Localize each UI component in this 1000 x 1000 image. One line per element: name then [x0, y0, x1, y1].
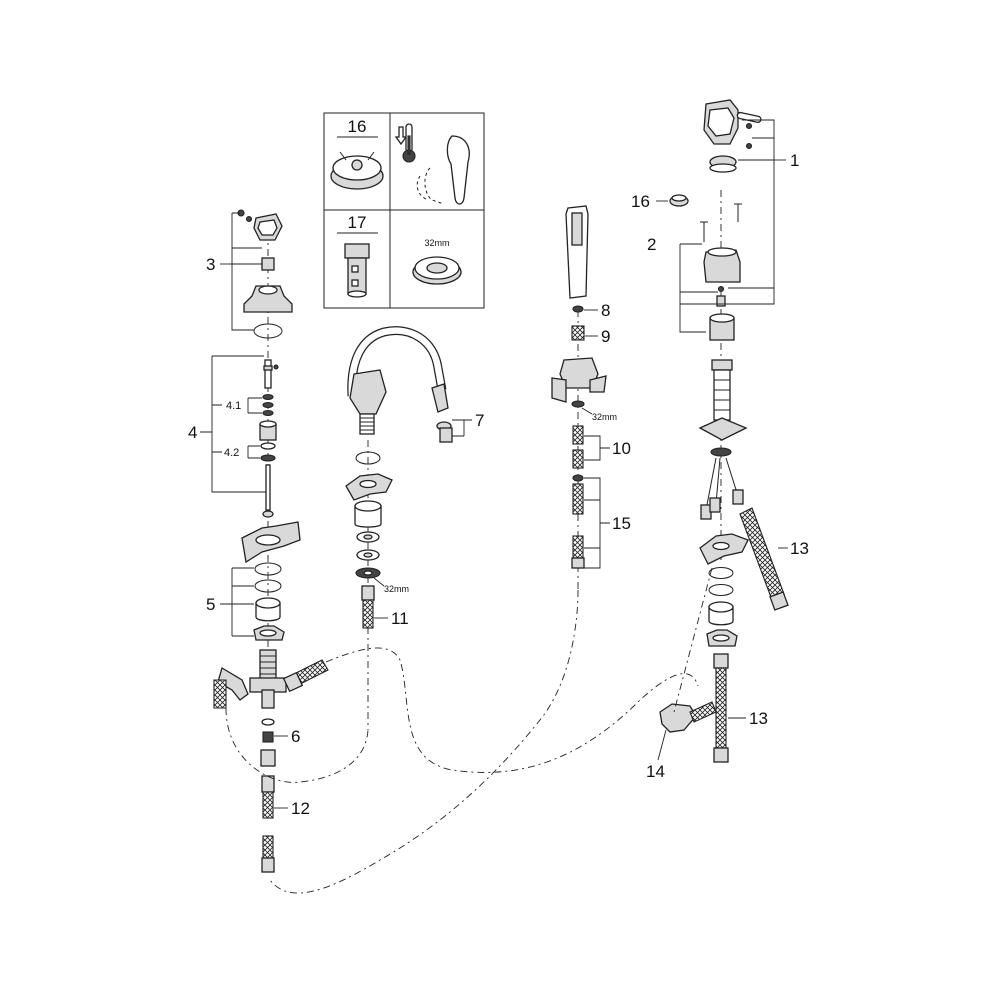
callout-11: 11: [391, 609, 409, 628]
mounting-nut-icon: [412, 256, 462, 285]
handshower-assembly: 32mm: [551, 205, 617, 590]
callout-3: 3: [206, 255, 215, 274]
spout-assembly: 32mm: [345, 326, 453, 730]
callout-12: 12: [291, 799, 310, 818]
right-valve-assembly: [659, 99, 789, 763]
lever-handle-icon: [416, 135, 470, 205]
callout-9: 9: [601, 327, 610, 346]
callout-14: 14: [646, 762, 665, 781]
callout-13-upper: 13: [790, 539, 809, 558]
callout-1: 1: [790, 151, 799, 170]
callout-2: 2: [647, 235, 656, 254]
part-17-extension-icon: [344, 243, 370, 298]
part-16-ring-icon: [330, 151, 384, 190]
callout-8: 8: [601, 301, 610, 320]
left-valve-assembly: [213, 209, 329, 873]
spout-nut-32mm: 32mm: [384, 584, 409, 594]
callout-labels: 1 2 16 3 4 4.1 4.2 5 6 12 7 11 8 9 10 15…: [188, 151, 809, 818]
callout-13-lower: 13: [749, 709, 768, 728]
callout-7: 7: [475, 411, 484, 430]
callout-4-2: 4.2: [224, 447, 239, 459]
callout-6: 6: [291, 727, 300, 746]
inset-label-16: 16: [348, 117, 367, 136]
callout-4-1: 4.1: [226, 400, 241, 412]
callout-10: 10: [612, 439, 631, 458]
hose-routing: [225, 567, 713, 894]
thermometer-cold-icon: [394, 123, 416, 163]
callout-5: 5: [206, 595, 215, 614]
inset-size-32mm: 32mm: [424, 238, 449, 248]
handshower-nut-32mm: 32mm: [592, 412, 617, 422]
callout-4: 4: [188, 423, 197, 442]
callout-15: 15: [612, 514, 631, 533]
callout-lines: [200, 119, 788, 809]
callout-16: 16: [631, 192, 650, 211]
inset-label-17: 17: [348, 213, 367, 232]
inset-panel: 16 17 3: [323, 112, 485, 309]
